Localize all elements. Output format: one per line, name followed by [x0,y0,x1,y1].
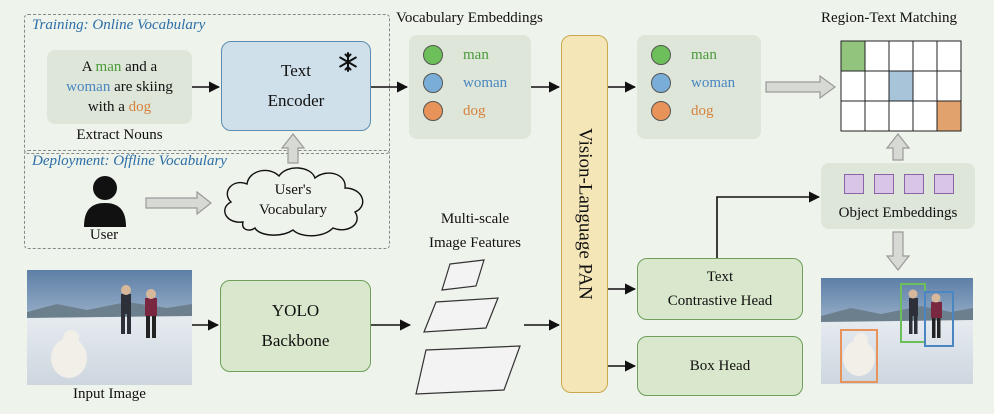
object-embeddings-box: Object Embeddings [821,163,975,229]
skier-woman [145,289,157,338]
box-head-label: Box Head [689,357,751,374]
object-embedding-square [874,174,894,194]
training-title: Training: Online Vocabulary [32,17,206,33]
user-label: User [89,227,119,243]
feature-map-large [415,345,521,395]
text-head-line2: Contrastive Head [667,293,773,309]
backbone-line1: YOLO [271,301,320,320]
noun-dog: dog [128,99,152,115]
vision-language-pan: Vision-Language PAN [561,35,608,393]
grid-cell [864,100,890,132]
text-encoder-line2: Encoder [267,91,325,110]
vocab-item-row: woman [423,73,507,93]
training-region [24,14,390,154]
cloud-icon [224,167,364,237]
vocab-item-dot [423,73,443,93]
backbone-line2: Backbone [261,331,330,350]
vocab-embeddings-box: man woman dog [409,35,531,139]
grid-cell [936,70,962,102]
hollow-arrow-user-to-cloud [145,190,212,216]
object-embeddings-label: Object Embeddings [838,205,958,221]
vocab-item-dot [423,101,443,121]
cloud-text: User's Vocabulary [245,180,341,220]
features-line1: Multi-scale [440,211,510,227]
hollow-arrow-objects-to-image [885,231,911,271]
snowflake-icon [339,52,357,72]
vocab-item-row: man [423,45,489,65]
object-embedding-square [844,174,864,194]
hollow-arrow-objects-to-grid [885,133,911,161]
output-vocab-item-dot [651,73,671,93]
noun-man: man [95,59,122,75]
word: are skiing [114,79,173,95]
text-head-line1: Text [706,269,734,285]
grid-cell [912,100,938,132]
dog-shape [51,330,87,378]
output-vocab-item-row: man [651,45,717,65]
output-vocab-item-row: woman [651,73,735,93]
vocab-item-label: man [463,46,489,63]
noun-woman: woman [66,79,111,95]
output-vocab-box: man woman dog [637,35,761,139]
matching-grid [840,40,962,132]
pan-label: Vision-Language PAN [574,128,596,300]
grid-cell-match [888,70,914,102]
yolo-backbone-box: YOLO Backbone [220,280,371,372]
text-contrastive-head-box: Text Contrastive Head [637,258,803,320]
output-image [821,278,973,384]
word: A [81,59,92,75]
object-embedding-square [904,174,924,194]
user-icon [84,176,126,227]
features-line2: Image Features [428,235,522,251]
vocab-item-dot [423,45,443,65]
vocab-embeddings-title: Vocabulary Embeddings [396,10,543,26]
cloud-line2: Vocabulary [258,202,328,218]
output-vocab-item-dot [651,101,671,121]
feature-map-small [441,259,485,291]
output-vocab-item-label: woman [691,74,736,91]
word: and a [125,59,158,75]
vocab-item-row: dog [423,101,486,121]
feature-map-medium [423,297,499,333]
grid-cell [864,40,890,72]
box-dog [840,329,878,383]
vocab-item-label: dog [463,102,486,119]
box-woman [924,291,954,347]
grid-cell [912,70,938,102]
word: with a [87,99,125,115]
output-vocab-item-row: dog [651,101,714,121]
grid-cell [888,100,914,132]
features-label: Multi-scale Image Features [415,207,535,255]
output-vocab-item-dot [651,45,671,65]
box-head-box: Box Head [637,336,803,396]
vocab-item-label: woman [463,74,508,91]
grid-cell-match [936,100,962,132]
grid-cell [840,100,866,132]
deployment-region [24,150,390,249]
skier-man [121,285,131,334]
feature-maps [415,259,521,395]
hollow-arrow-output-to-grid [765,74,837,100]
text-encoder-line1: Text [281,61,311,80]
cloud-line1: User's [274,182,312,198]
matching-title: Region-Text Matching [821,10,958,26]
extract-nouns-label: Extract Nouns [76,127,163,143]
output-vocab-item-label: dog [691,102,714,119]
deployment-title: Deployment: Offline Vocabulary [32,153,227,169]
input-image-label: Input Image [73,386,146,402]
arrow-texthead-to-objects [716,191,821,258]
input-image [27,270,192,385]
caption-box: A man and a woman are skiing with a dog [47,50,192,124]
grid-cell [936,40,962,72]
object-embedding-square [934,174,954,194]
hollow-arrow-cloud-to-encoder [280,133,306,164]
output-vocab-item-label: man [691,46,717,63]
